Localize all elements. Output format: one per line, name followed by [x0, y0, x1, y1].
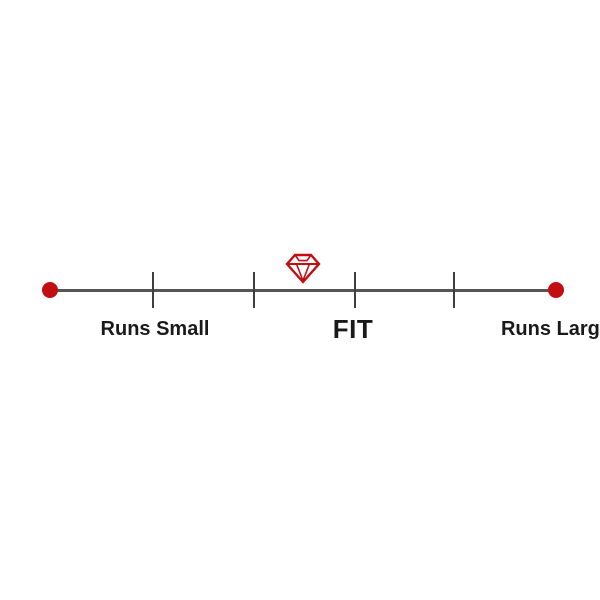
fit-label: FIT: [332, 314, 374, 344]
tick-mark: [453, 272, 455, 308]
scale-endpoint-left-dot: [42, 282, 58, 298]
ruby-gem-icon: [285, 253, 321, 288]
fit-indicator: [285, 253, 321, 284]
tick-mark: [354, 272, 356, 308]
fit-scale: Runs Small FIT Runs Large: [42, 0, 600, 600]
scale-endpoint-right-dot: [548, 282, 564, 298]
tick-mark: [253, 272, 255, 308]
scale-line: [50, 289, 556, 292]
tick-mark: [152, 272, 154, 308]
runs-large-label: Runs Large: [500, 318, 600, 340]
runs-small-label: Runs Small: [100, 318, 210, 340]
